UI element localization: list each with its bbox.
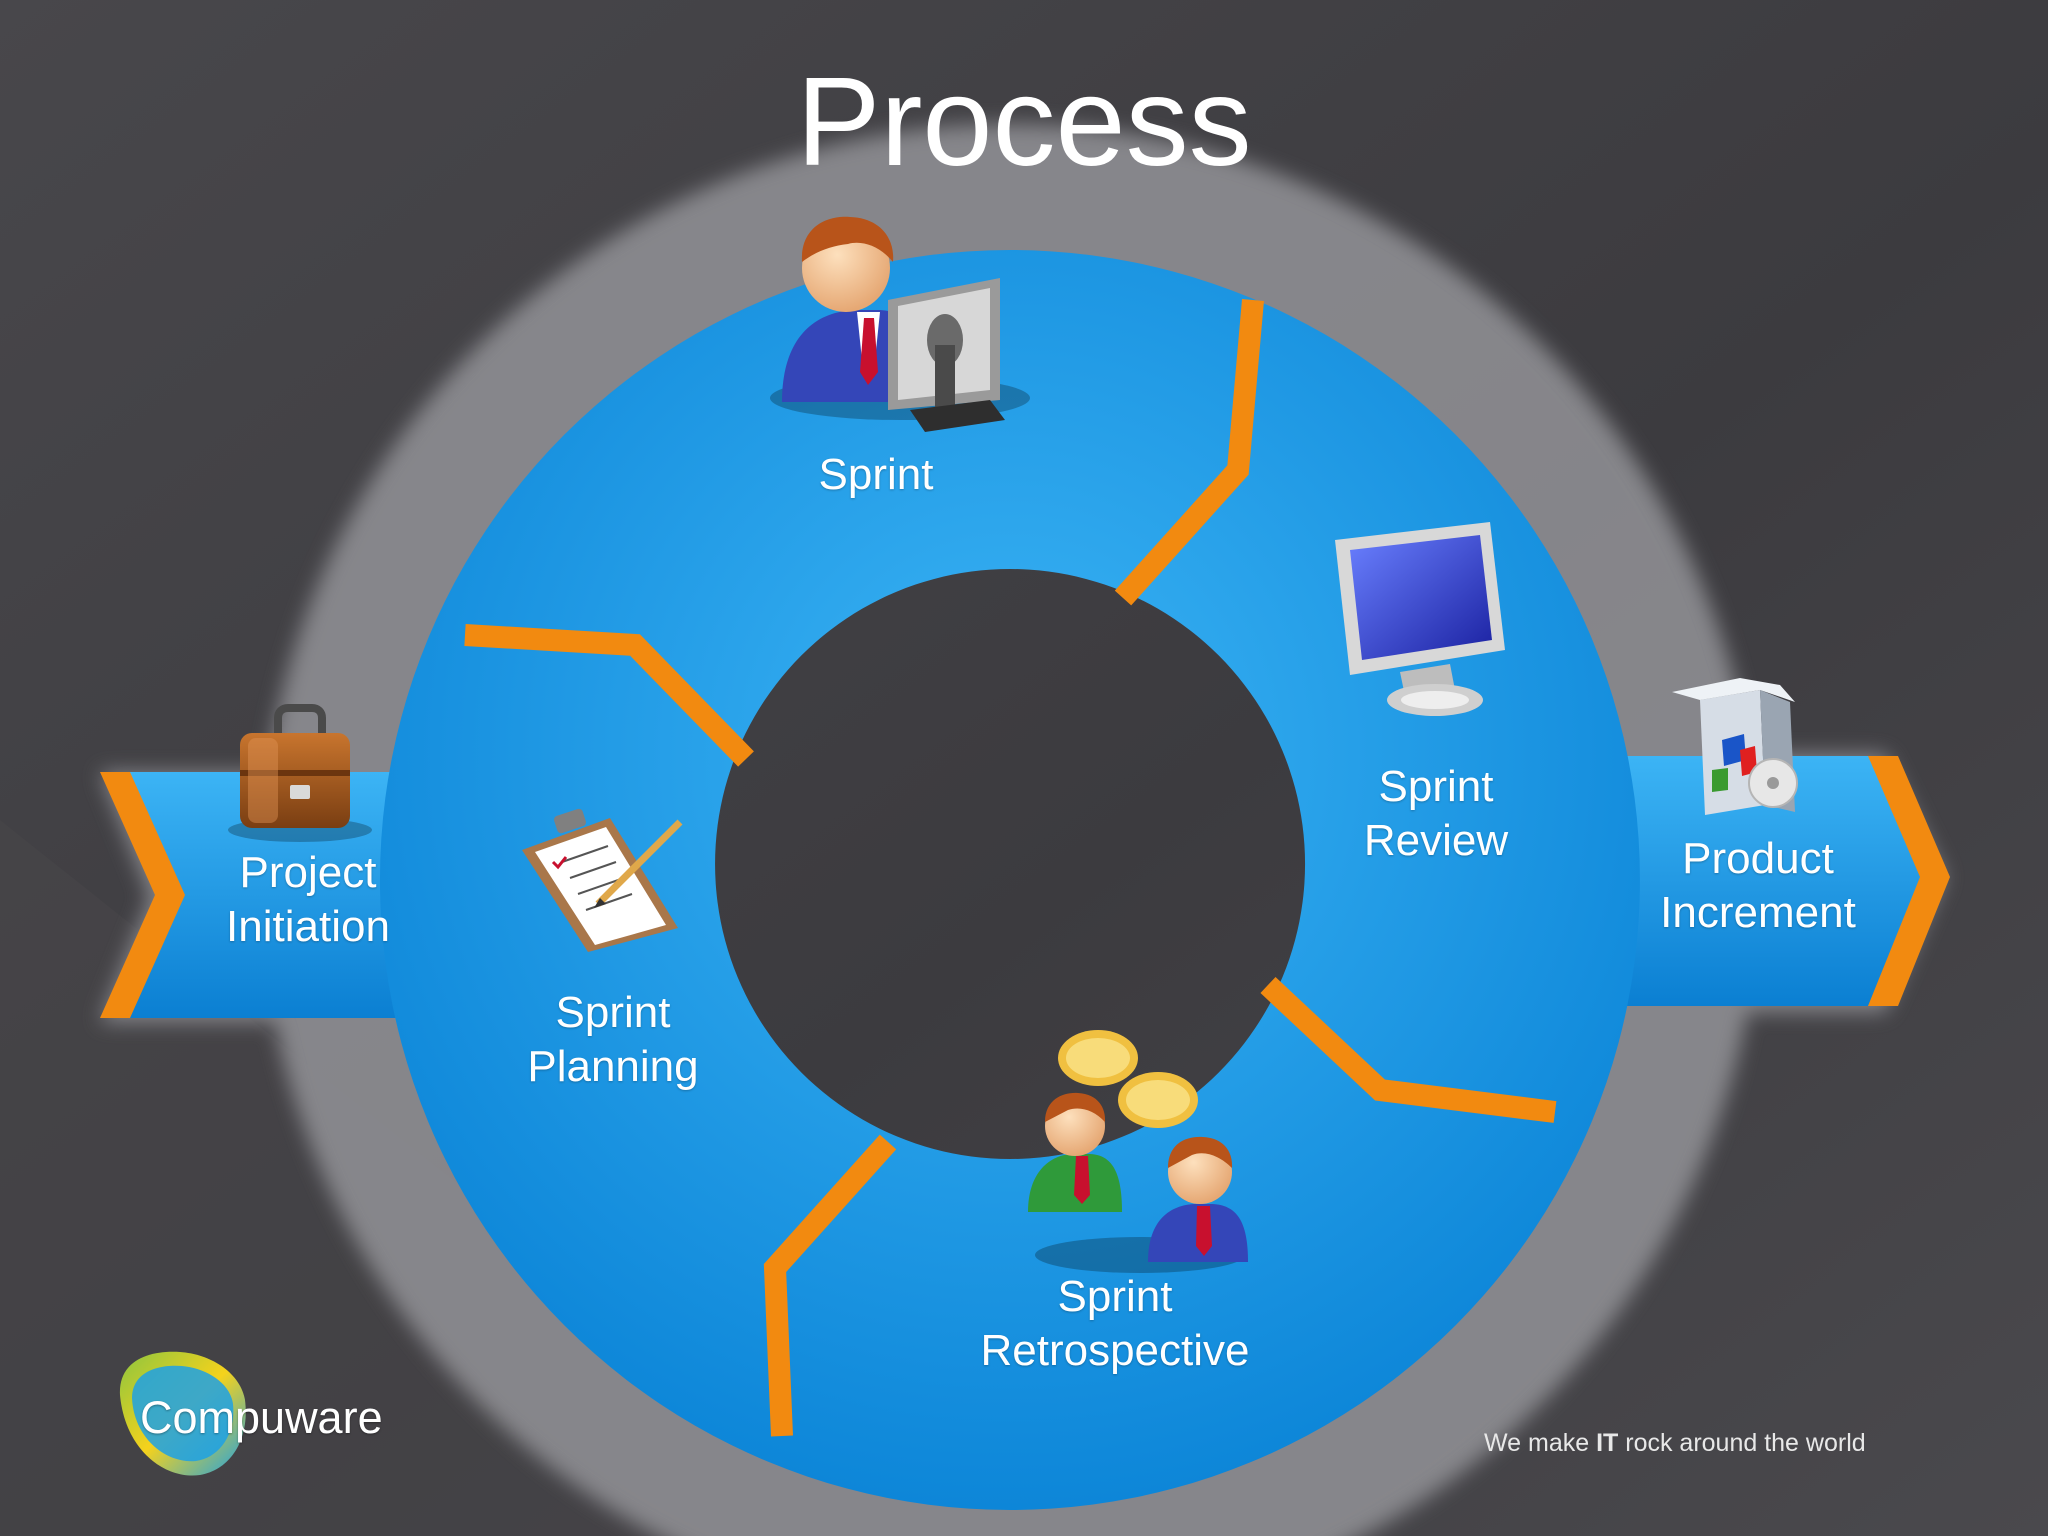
- stage-project-initiation-line1: Project: [239, 848, 377, 897]
- stage-sprint-review-line1: Sprint: [1378, 762, 1494, 811]
- stage-project-initiation-line2: Initiation: [226, 902, 390, 951]
- divider-planning-sprint: [464, 624, 754, 767]
- stage-sprint-review-line2: Review: [1363, 816, 1509, 865]
- page-title: Process: [796, 51, 1252, 192]
- stage-product-increment: Product Increment: [1628, 832, 1888, 940]
- clipboard-checklist-icon: [522, 808, 683, 952]
- stage-sprint-planning-line1: Sprint: [555, 988, 671, 1037]
- divider-sprint-review: [1114, 299, 1264, 606]
- people-talking-icon: [1028, 1030, 1248, 1273]
- stage-sprint-retrospective-line2: Retrospective: [980, 1326, 1250, 1375]
- tagline-bold: IT: [1596, 1429, 1619, 1457]
- briefcase-icon: [228, 704, 372, 842]
- logo-text: Compuware: [140, 1392, 383, 1443]
- stage-sprint-planning: Sprint Planning: [488, 986, 738, 1094]
- stage-product-increment-line1: Product: [1682, 834, 1834, 883]
- ring-dividers: [464, 299, 1557, 1437]
- stage-sprint: Sprint: [776, 448, 976, 502]
- compuware-logo: [119, 1351, 246, 1476]
- tagline-pre: We make: [1484, 1429, 1597, 1457]
- tagline: We make IT rock around the world: [1484, 1428, 1914, 1458]
- stage-sprint-planning-line2: Planning: [527, 1042, 699, 1091]
- person-at-computer-icon: [770, 216, 1030, 432]
- monitor-icon: [1335, 522, 1505, 716]
- software-box-icon: [1672, 678, 1798, 815]
- tagline-post: rock around the world: [1618, 1429, 1866, 1457]
- stage-sprint-retrospective: Sprint Retrospective: [950, 1270, 1280, 1378]
- stage-sprint-review: Sprint Review: [1336, 760, 1536, 868]
- stage-sprint-line1: Sprint: [818, 450, 934, 499]
- divider-review-retro: [1260, 976, 1557, 1123]
- divider-retro-planning: [763, 1134, 897, 1437]
- stage-sprint-retrospective-line1: Sprint: [1057, 1272, 1173, 1321]
- stage-product-increment-line2: Increment: [1660, 888, 1856, 937]
- process-ring: [379, 250, 1640, 1511]
- stage-project-initiation: Project Initiation: [178, 846, 438, 954]
